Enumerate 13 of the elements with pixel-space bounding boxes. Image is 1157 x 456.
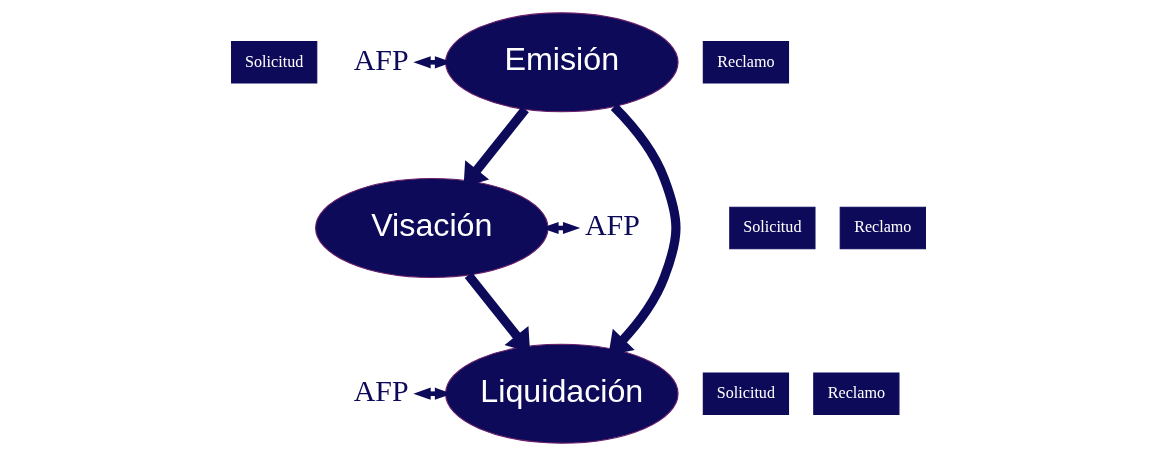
node-box: Solicitud bbox=[702, 372, 790, 415]
node-box: Reclamo bbox=[702, 41, 790, 84]
node-box: Reclamo bbox=[813, 372, 900, 415]
arrow bbox=[608, 103, 681, 355]
node-text: AFP bbox=[353, 373, 409, 407]
node-text: AFP bbox=[585, 208, 640, 242]
node-ellipse: Liquidación bbox=[445, 343, 679, 444]
node-box: Solicitud bbox=[231, 41, 318, 84]
node-text: AFP bbox=[353, 42, 409, 76]
node-ellipse: Emisión bbox=[445, 12, 679, 113]
node-box: Reclamo bbox=[839, 206, 926, 250]
node-ellipse: Visación bbox=[315, 177, 549, 279]
node-box: Solicitud bbox=[729, 206, 816, 250]
